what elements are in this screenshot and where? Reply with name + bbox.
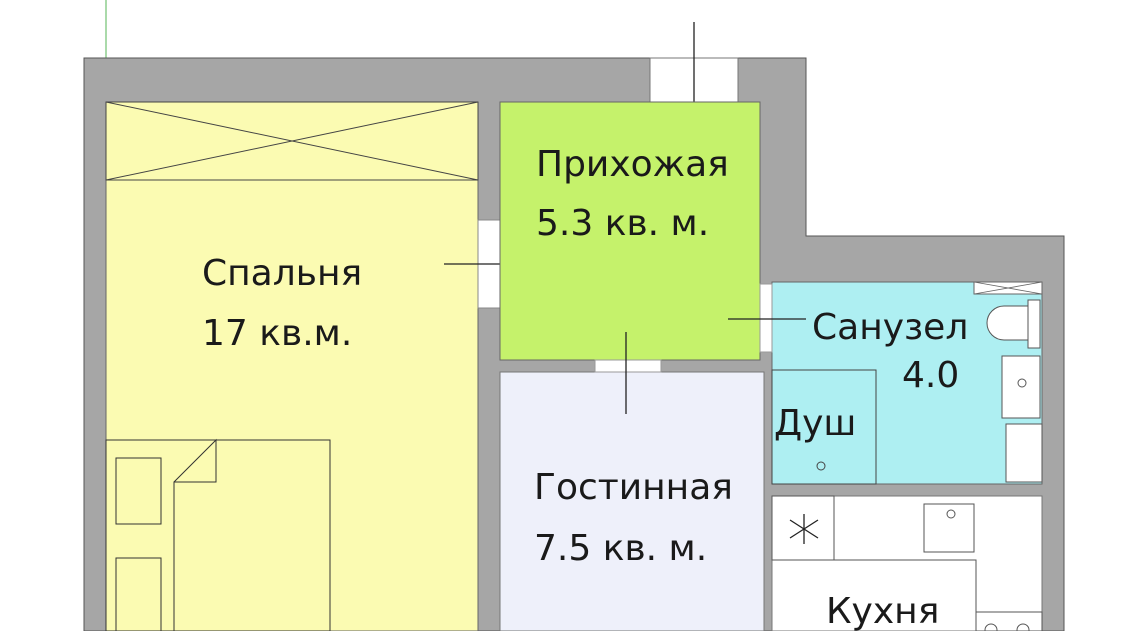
bedroom-area: 17 кв.м. [202, 313, 353, 354]
kitchen-room [771, 495, 1043, 636]
hallway-area: 5.3 кв. м. [536, 203, 710, 244]
living-name: Гостинная [534, 467, 733, 508]
sink [1001, 355, 1041, 419]
living-door [594, 332, 662, 414]
gas-riser [789, 514, 819, 544]
entrance-door [649, 22, 739, 134]
toilet [986, 299, 1041, 349]
pillow [115, 457, 162, 525]
washing-machine [1005, 423, 1043, 483]
hallway-name: Прихожая [536, 144, 729, 185]
bathroom-area: 4.0 [902, 355, 960, 396]
shower-room [771, 369, 877, 485]
living-area: 7.5 кв. м. [534, 528, 708, 569]
bedroom-name: Спальня [202, 253, 363, 294]
shower-name: Душ [774, 403, 857, 444]
bathroom-door [728, 283, 806, 353]
bathroom-name: Санузел [812, 307, 969, 348]
kitchen-sink [923, 503, 975, 553]
stove [975, 611, 1043, 636]
kitchen-name: Кухня [826, 591, 940, 632]
bedroom-door [444, 219, 534, 309]
bedroom-room [105, 101, 479, 632]
hallway-room [499, 101, 761, 361]
wardrobe [105, 101, 479, 181]
living-room [499, 371, 765, 632]
shower-drain [816, 461, 826, 471]
